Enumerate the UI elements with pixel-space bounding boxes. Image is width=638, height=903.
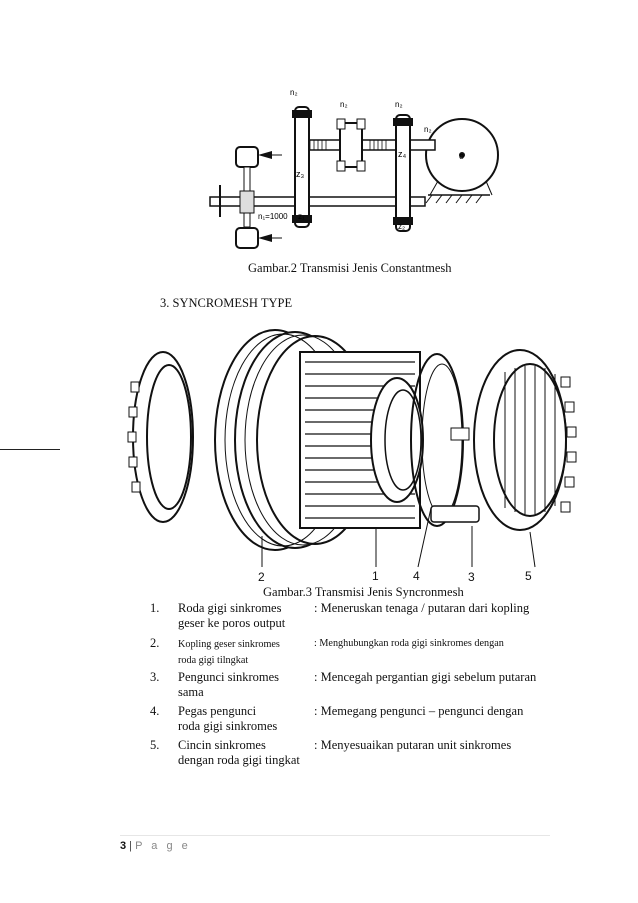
callout-2: 2: [258, 570, 265, 584]
callout-5: 5: [525, 569, 532, 583]
footer-separator: |: [126, 840, 136, 852]
footer-divider: [120, 835, 550, 836]
callout-3: 3: [468, 570, 475, 584]
syncromesh-figure: [125, 322, 585, 572]
z1-label: z₁: [298, 212, 305, 221]
z2-label: z₂: [398, 222, 405, 231]
page-number: 3: [120, 840, 127, 852]
section-heading: 3. SYNCROMESH TYPE: [160, 296, 293, 310]
item-number: 3.: [150, 670, 160, 684]
callout-4: 4: [413, 569, 420, 583]
item-number: 2.: [150, 636, 160, 650]
wheel-o-label: o: [459, 151, 464, 161]
n2-label-mid: n₂: [340, 100, 348, 109]
page-label: P a g e: [135, 840, 191, 852]
item-number: 4.: [150, 704, 160, 718]
figure2-caption: Gambar.2 Transmisi Jenis Constantmesh: [248, 261, 452, 275]
figure3-caption: Gambar.3 Transmisi Jenis Syncronmesh: [263, 585, 464, 599]
n1-label: n₁=1000: [258, 212, 288, 221]
item-description: : Mencegah pergantian gigi sebelum putar…: [314, 670, 537, 684]
margin-rule: [0, 449, 60, 450]
n2-label-wheel: n₂: [424, 125, 432, 134]
item-description: : Menghubungkan roda gigi sinkromes deng…: [314, 638, 504, 649]
item-description: : Menyesuaikan putaran unit sinkromes: [314, 738, 512, 752]
n2-label-right: n₂: [395, 100, 403, 109]
n2-label-top: n₂: [290, 88, 298, 97]
item-number: 5.: [150, 738, 160, 752]
item-number: 1.: [150, 601, 160, 615]
item-description: : Memegang pengunci – pengunci dengan: [314, 704, 524, 718]
callout-1: 1: [372, 569, 379, 583]
z3-label: z₃: [296, 169, 305, 179]
z4-label: z₄: [398, 149, 407, 159]
page-footer: 3 | P a g e: [120, 840, 191, 852]
constantmesh-figure: n₂ n₂ n₂ n₂ n₁=1000 z₃ z₄ z₁ z₂ o: [200, 85, 500, 255]
item-description: : Meneruskan tenaga / putaran dari kopli…: [314, 601, 530, 615]
